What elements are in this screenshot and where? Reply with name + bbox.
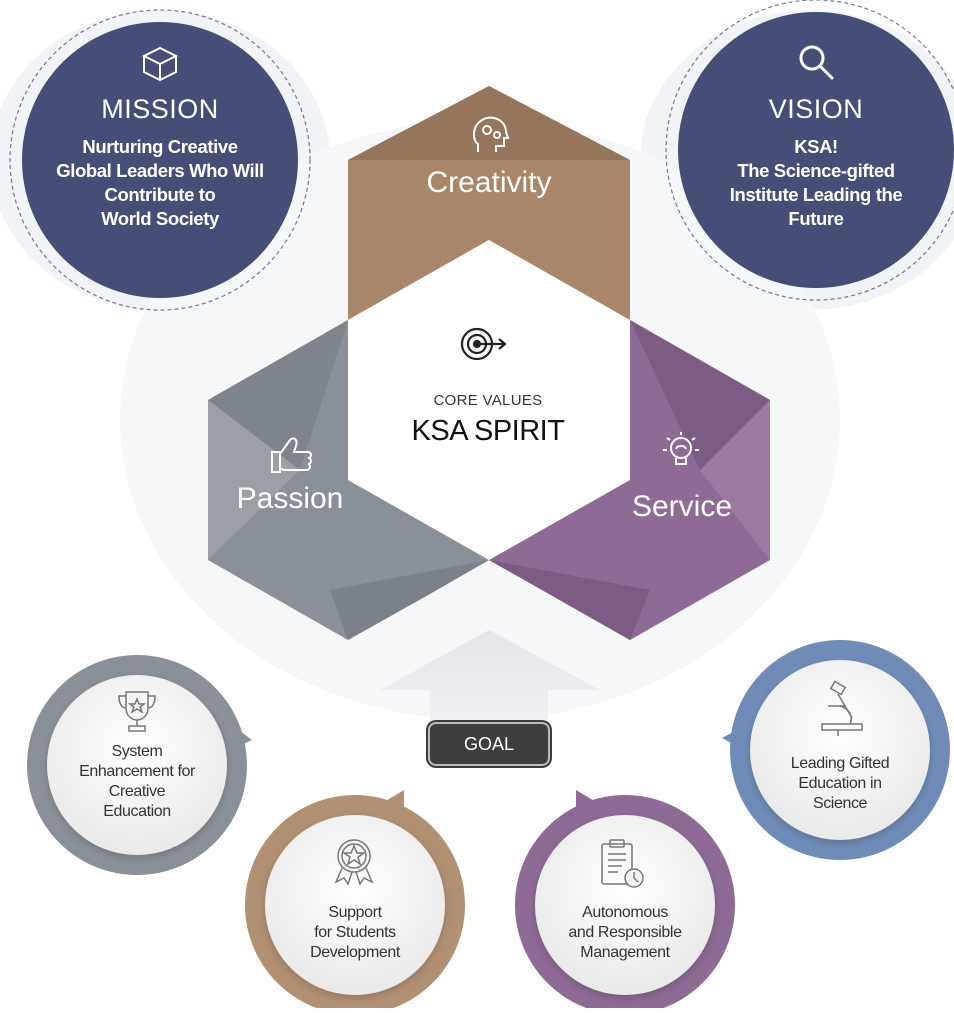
vision-heading: VISION <box>768 94 864 124</box>
mission-text: MISSION Nurturing Creative Global Leader… <box>40 94 280 231</box>
goal-autonomous-line: Management <box>580 944 670 961</box>
thumbs-up-icon <box>271 437 312 473</box>
vision-dashed-ring <box>665 0 954 301</box>
goal-leading-line: Education in <box>798 775 882 792</box>
goal-support-line: for Students <box>314 924 396 941</box>
service-label: Service <box>631 490 733 523</box>
mission-circle <box>22 22 298 298</box>
goal-system-line: Creative <box>108 783 166 800</box>
vision-line: KSA! <box>794 136 838 157</box>
goal-system-line: Enhancement for <box>79 763 195 780</box>
goal-autonomous-bubble <box>515 790 735 1013</box>
goal-system-text: System Enhancement for Creative Educatio… <box>57 742 217 822</box>
vision-circle <box>678 12 954 288</box>
trophy-icon <box>118 691 156 732</box>
mission-line: Nurturing Creative <box>82 136 238 157</box>
brain-gears-icon <box>472 116 510 152</box>
magnifier-icon <box>799 45 834 80</box>
goal-autonomous-line: and Responsible <box>568 924 682 941</box>
goal-autonomous-line: Autonomous <box>582 904 668 921</box>
core-subtitle: CORE VALUES <box>433 392 543 409</box>
mission-heading: MISSION <box>101 94 219 124</box>
mission-dashed-ring <box>9 9 311 311</box>
clipboard-icon <box>601 839 644 888</box>
core-title: KSA SPIRIT <box>411 415 565 447</box>
lightbulb-icon <box>663 432 699 465</box>
core-values: CORE VALUES KSA SPIRIT <box>368 392 608 448</box>
goal-leading-text: Leading Gifted Education in Science <box>760 754 920 814</box>
goal-badge: GOAL <box>428 722 550 766</box>
goal-leading-line: Science <box>812 795 868 812</box>
creativity-label: Creativity <box>426 166 552 199</box>
vision-text: VISION KSA! The Science-gifted Institute… <box>696 94 936 231</box>
goal-support-bubble <box>245 790 465 1013</box>
mission-line: Global Leaders Who Will <box>56 160 264 181</box>
passion-label: Passion <box>236 482 344 515</box>
vision-line: Institute Leading the <box>729 184 903 205</box>
mission-line: Contribute to <box>104 184 216 205</box>
goal-leading-line: Leading Gifted <box>790 755 890 772</box>
microscope-icon <box>821 680 863 736</box>
vision-line: Future <box>788 208 844 229</box>
goal-system-line: Education <box>103 803 171 820</box>
goal-system-line: System <box>111 743 163 760</box>
goal-support-line: Development <box>310 944 400 961</box>
vision-line: The Science-gifted <box>737 160 895 181</box>
goal-system-bubble <box>27 655 252 875</box>
medal-icon <box>334 839 374 886</box>
target-icon <box>460 327 507 361</box>
goal-support-line: Support <box>328 904 382 921</box>
cube-icon <box>141 46 179 82</box>
goal-leading-bubble <box>722 640 950 860</box>
goal-autonomous-text: Autonomous and Responsible Management <box>545 903 705 963</box>
mission-line: World Society <box>101 208 219 229</box>
goal-support-text: Support for Students Development <box>275 903 435 963</box>
